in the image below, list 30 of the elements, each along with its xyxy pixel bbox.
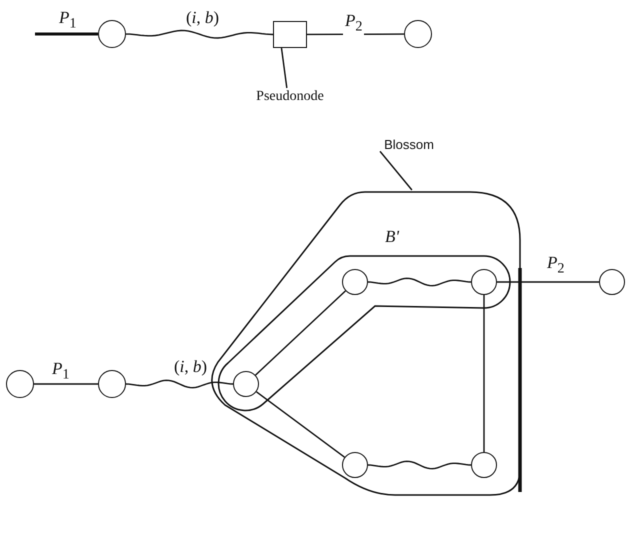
wavy-edge (368, 278, 472, 286)
edge-line (307, 33, 404, 36)
edge-line (497, 281, 599, 283)
edge-label: (i, b) (184, 9, 222, 27)
wavy-edge (126, 380, 234, 388)
vertex-circle (342, 269, 368, 295)
vertex-circle (404, 20, 432, 48)
wavy-edge (126, 30, 274, 39)
vertex-circle (98, 370, 126, 398)
edge-line (34, 383, 98, 385)
blossom-label: B' (384, 228, 400, 246)
pseudonode-square (273, 21, 307, 48)
wavy-edge (368, 460, 472, 470)
vertex-circle (471, 269, 497, 295)
edge-line (35, 32, 98, 36)
leader-line (379, 150, 412, 190)
edge-label: (i, b) (172, 358, 210, 376)
vertex-circle (6, 370, 34, 398)
vertex-circle (233, 371, 259, 397)
callout-label: Blossom (380, 136, 438, 154)
vertex-circle (342, 452, 368, 478)
edge-line (483, 295, 485, 452)
edge-label: P$_{2}$ (343, 12, 364, 36)
edge-line (256, 391, 345, 458)
vertex-circle (98, 20, 126, 48)
vertex-circle (599, 269, 625, 295)
vertex-circle (471, 452, 497, 478)
edge-line (255, 290, 346, 376)
leader-line (280, 48, 288, 88)
callout-label: Pseudonode (250, 88, 330, 106)
